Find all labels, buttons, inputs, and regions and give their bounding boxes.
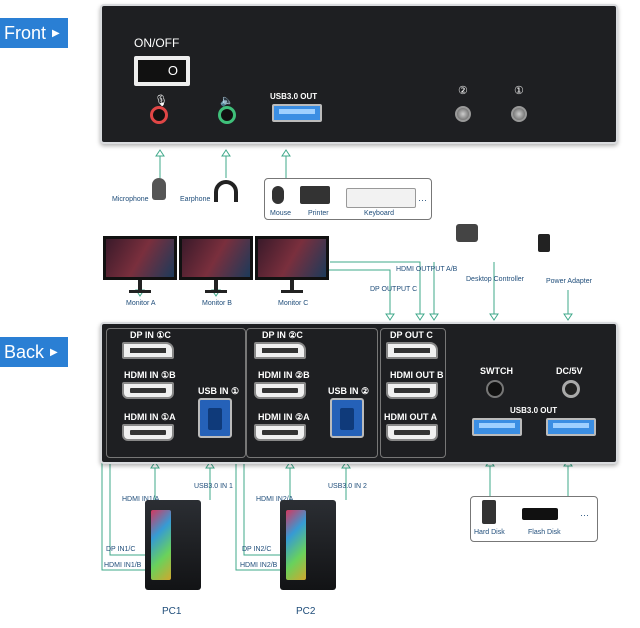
hdmi-out-b-label: HDMI OUT B [390,370,444,380]
usb-in-1-port[interactable] [198,398,232,438]
flash-disk-caption: Flash Disk [528,529,561,536]
hard-disk-caption: Hard Disk [474,529,505,536]
monitor-b-base [205,290,227,293]
front-usb-port[interactable] [272,104,322,122]
switch-label: SWTCH [480,366,513,376]
monitor-c [255,236,329,280]
power-adapter-icon [538,234,550,252]
more-peripherals: ··· [418,195,427,205]
headphones-icon [214,180,238,202]
dp-output-c-caption: DP OUTPUT C [370,286,417,293]
dp-out-c-port[interactable] [386,342,438,359]
microphone-icon: 🎙 [154,94,168,107]
dc-power-jack[interactable] [562,380,580,398]
keyboard-icon [346,188,416,208]
hdmi-in-2a-label: HDMI IN ②A [258,412,310,423]
usb-in-1-label: USB IN ① [198,386,239,397]
hdmi-in-2b-port[interactable] [254,382,306,399]
pc2-hdmi-b-caption: HDMI IN2/B [240,562,277,569]
keyboard-caption: Keyboard [364,210,394,217]
tab-back-label: Back [4,342,44,362]
flash-disk-icon [522,508,558,520]
dp-in-2-port[interactable] [254,342,306,359]
monitor-a-caption: Monitor A [126,300,156,307]
pc2-tower [280,500,336,590]
printer-icon [300,186,330,204]
power-label: ON/OFF [134,36,179,50]
monitor-b-stand [214,280,218,290]
hdmi-in-1b-label: HDMI IN ①B [124,370,176,381]
monitor-c-base [281,290,303,293]
microphone-device-icon [152,178,166,200]
button-1-label: ① [514,84,524,97]
hdmi-in-1a-label: HDMI IN ①A [124,412,176,423]
front-usb-label: USB3.0 OUT [270,92,317,101]
printer-caption: Printer [308,210,329,217]
dc-label: DC/5V [556,366,583,376]
back-usb-port-1[interactable] [472,418,522,436]
monitor-b [179,236,253,280]
hdmi-in-2a-port[interactable] [254,424,306,441]
monitor-b-caption: Monitor B [202,300,232,307]
select-pc2-button[interactable] [455,106,471,122]
monitor-c-stand [290,280,294,290]
pc2-label: PC2 [296,606,315,617]
monitor-c-caption: Monitor C [278,300,308,307]
earphone-jack[interactable] [218,106,236,124]
usb-in-2-port[interactable] [330,398,364,438]
mouse-icon [272,186,284,204]
chevron-right-icon: ▶ [52,28,60,39]
mic-jack[interactable] [150,106,168,124]
monitor-a [103,236,177,280]
back-panel: DP IN ①C HDMI IN ①B HDMI IN ①A USB IN ① … [100,322,618,464]
select-pc1-button[interactable] [511,106,527,122]
microphone-caption: Microphone [112,196,149,203]
dp-in-1-port[interactable] [122,342,174,359]
back-usb-out-label: USB3.0 OUT [510,406,557,415]
back-usb-port-2[interactable] [546,418,596,436]
pc1-usb-caption: USB3.0 IN 1 [194,483,233,490]
pc1-hdmi-b-caption: HDMI IN1/B [104,562,141,569]
tab-front[interactable]: Front ▶ [0,18,68,48]
desktop-controller-caption: Desktop Controller [466,276,524,283]
chevron-right-icon: ▶ [50,347,58,358]
pc2-dp-caption: DP IN2/C [242,546,271,553]
pc1-tower [145,500,201,590]
power-switch-rocker: O [138,60,186,82]
desktop-controller-icon [456,224,478,242]
more-storage: ··· [580,510,589,520]
power-adapter-caption: Power Adapter [546,278,592,285]
dp-in-2-label: DP IN ②C [262,330,303,341]
hdmi-in-2b-label: HDMI IN ②B [258,370,310,381]
monitor-a-base [129,290,151,293]
pc1-label: PC1 [162,606,181,617]
dp-in-1-label: DP IN ①C [130,330,171,341]
front-panel: ON/OFF O 🎙 🔈 USB3.0 OUT ② ① [100,4,618,144]
hdmi-output-ab-caption: HDMI OUTPUT A/B [396,266,457,273]
tab-back[interactable]: Back ▶ [0,337,68,367]
hdmi-out-a-label: HDMI OUT A [384,412,437,422]
usb-in-2-label: USB IN ② [328,386,369,397]
earphone-caption: Earphone [180,196,210,203]
pc1-dp-caption: DP IN1/C [106,546,135,553]
hdmi-out-b-port[interactable] [386,382,438,399]
mouse-caption: Mouse [270,210,291,217]
tab-front-label: Front [4,23,46,43]
hdmi-out-a-port[interactable] [386,424,438,441]
switch-jack[interactable] [486,380,504,398]
hard-disk-icon [482,500,496,524]
dp-out-c-label: DP OUT C [390,330,433,340]
pc2-usb-caption: USB3.0 IN 2 [328,483,367,490]
hdmi-in-1b-port[interactable] [122,382,174,399]
hdmi-in-1a-port[interactable] [122,424,174,441]
monitor-a-stand [138,280,142,290]
power-switch[interactable]: O [134,56,190,86]
button-2-label: ② [458,84,468,97]
